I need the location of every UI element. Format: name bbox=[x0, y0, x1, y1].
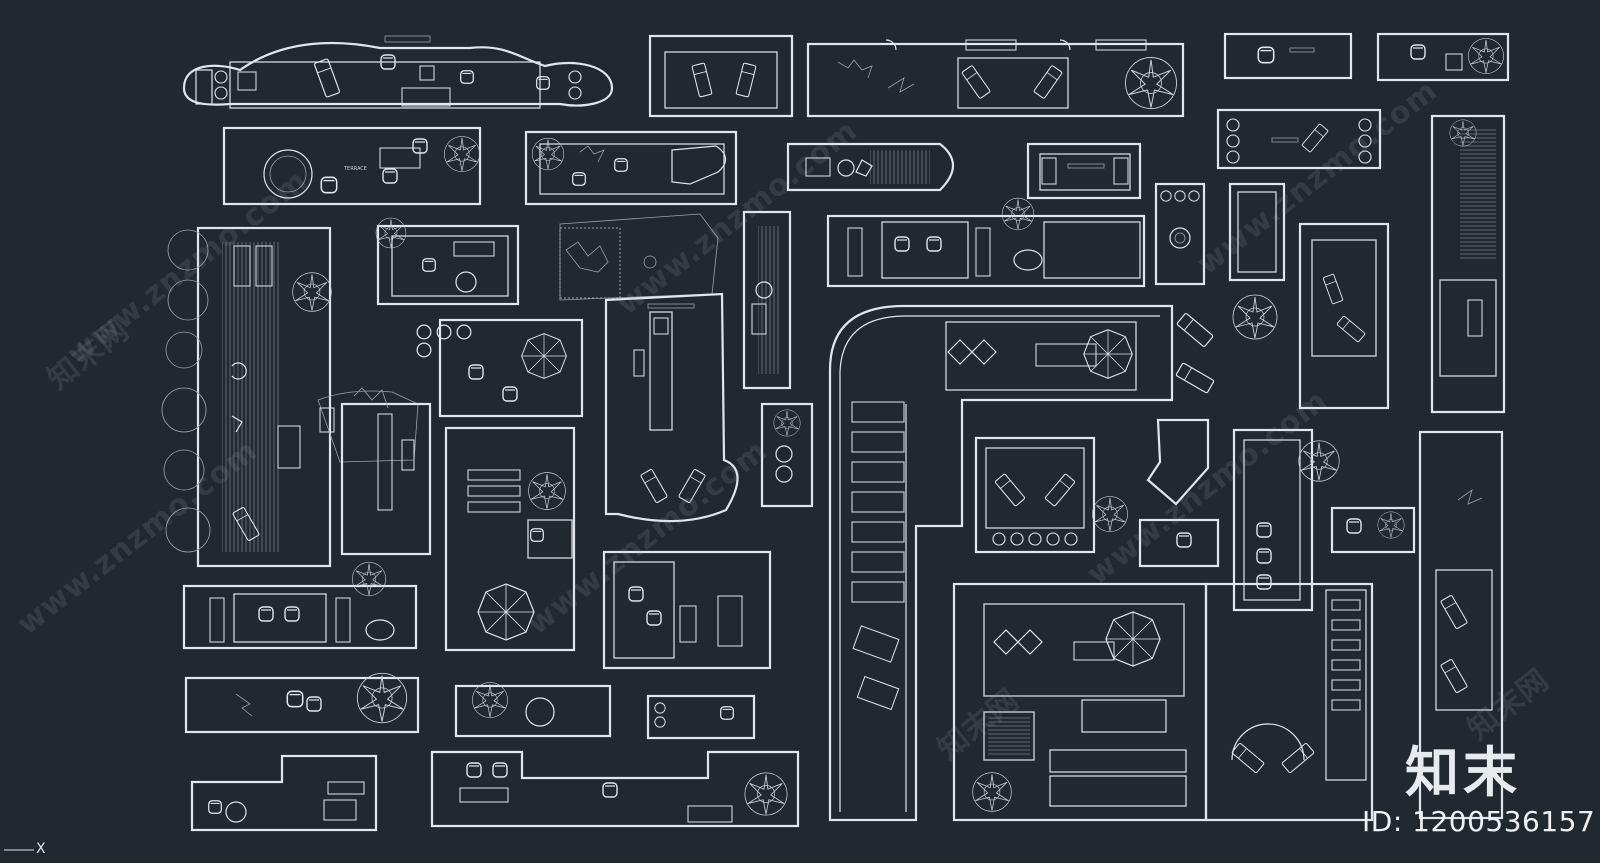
plan-garden-lounge[interactable] bbox=[375, 217, 520, 306]
plan-long-deck-left[interactable] bbox=[161, 226, 332, 568]
plan-pool-lane[interactable] bbox=[604, 292, 739, 523]
plan-terrace[interactable]: TERRACE bbox=[222, 126, 482, 206]
brand-logo: 知末 bbox=[1405, 741, 1521, 804]
plan-reception-bottom-left[interactable] bbox=[190, 754, 378, 832]
plan-small-garden-room[interactable] bbox=[760, 402, 814, 508]
plan-curved-pool-deck[interactable] bbox=[182, 35, 614, 109]
plan-tall-room-right[interactable] bbox=[1418, 430, 1504, 820]
plan-terrace-bottom-left[interactable] bbox=[184, 672, 420, 734]
plan-bedroom-suite[interactable] bbox=[1026, 142, 1142, 200]
plan-dark-garden[interactable] bbox=[559, 213, 719, 309]
plan-umbrella-deck-tall[interactable] bbox=[444, 426, 576, 652]
plan-dark-garden-lower[interactable] bbox=[317, 387, 432, 556]
plan-small-lounge-bottom[interactable] bbox=[646, 694, 756, 740]
plan-pool-pavilions[interactable] bbox=[648, 34, 1185, 118]
ucs-axis-icon: X bbox=[4, 841, 46, 854]
plan-corner-bath[interactable] bbox=[1138, 418, 1220, 568]
plan-kitchen-bar[interactable] bbox=[454, 682, 612, 738]
plan-daybed-room[interactable] bbox=[1298, 222, 1390, 410]
ucs-x-label: X bbox=[36, 841, 46, 854]
plan-lounge-bench[interactable] bbox=[826, 197, 1146, 288]
plan-bath-compact[interactable] bbox=[1154, 182, 1286, 286]
plan-bar-lounge-bottom[interactable] bbox=[430, 750, 800, 828]
plan-grand-piano-lounge[interactable] bbox=[524, 130, 738, 206]
plan-tree-room[interactable] bbox=[1232, 428, 1340, 612]
plan-main-pool-house[interactable] bbox=[952, 582, 1374, 822]
plan-deck-capsule[interactable] bbox=[786, 142, 955, 192]
terrace-label: TERRACE bbox=[343, 166, 367, 172]
plan-tall-deck-right[interactable] bbox=[1430, 114, 1506, 414]
plan-long-lounge-left[interactable] bbox=[182, 561, 418, 650]
image-id-label: ID: 1200536157 bbox=[1362, 805, 1596, 838]
plan-curved-promenade[interactable] bbox=[828, 294, 1278, 822]
plan-narrow-deck[interactable] bbox=[742, 210, 792, 390]
plan-umbrella-terrace[interactable] bbox=[416, 318, 584, 418]
plan-gym[interactable] bbox=[602, 550, 772, 670]
plan-small-lounge-right[interactable] bbox=[1223, 32, 1510, 82]
plan-small-lounge-mid-right[interactable] bbox=[1330, 506, 1416, 554]
plan-double-chair-lounge[interactable] bbox=[1216, 108, 1382, 170]
plan-open-lounge-mid[interactable] bbox=[974, 436, 1128, 554]
